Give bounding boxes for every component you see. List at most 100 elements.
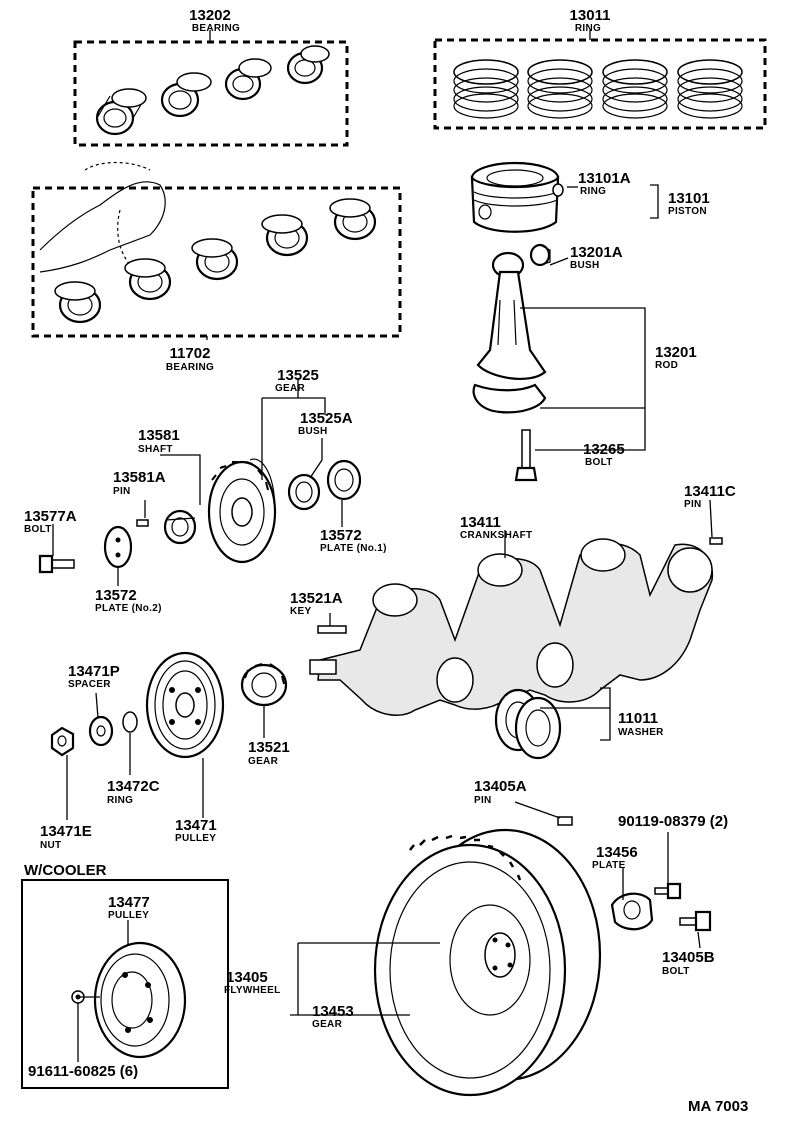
part-number: 11011 xyxy=(618,710,658,727)
piston-ring-sets xyxy=(453,59,743,119)
part-number: 13405 xyxy=(226,969,268,986)
cooler-crank-pulley xyxy=(93,941,187,1059)
part-number: 13011 xyxy=(570,7,611,24)
part-label-13525: 13525 GEAR xyxy=(275,367,319,394)
part-label-13477: 13477 PULLEY xyxy=(108,894,150,921)
piston xyxy=(470,161,560,233)
part-number: 13405A xyxy=(474,778,527,795)
part-label-13405B: 13405B BOLT xyxy=(662,949,715,977)
part-name: PLATE (No.2) xyxy=(95,603,162,614)
part-label-13265: 13265 BOLT xyxy=(583,441,625,468)
crankshaft-timing-gear xyxy=(240,663,288,707)
part-name: PLATE (No.1) xyxy=(320,543,387,554)
part-name: FLYWHEEL xyxy=(224,985,280,996)
timing-gear xyxy=(207,458,277,564)
part-label-13521: 13521 GEAR xyxy=(248,739,290,767)
part-name: PIN xyxy=(684,499,702,510)
part-name: BUSH xyxy=(570,260,600,271)
part-label-13411: 13411 CRANKSHAFT xyxy=(460,514,532,541)
part-label-13471E: 13471E NUT xyxy=(40,823,92,851)
part-number: 13525A xyxy=(300,410,353,427)
part-name: RING xyxy=(580,186,606,197)
bearing-set-11702-box xyxy=(31,186,402,338)
part-number: 13405B xyxy=(662,949,715,966)
part-number: 13411 xyxy=(460,514,501,531)
part-number: 13572 xyxy=(95,587,137,604)
part-name: BOLT xyxy=(585,457,613,468)
part-number: 13201A xyxy=(570,244,623,261)
pulley-nut xyxy=(50,726,75,757)
part-name: ROD xyxy=(655,360,678,371)
part-number: 13581A xyxy=(113,469,166,486)
part-label-11011: 11011 WASHER xyxy=(618,710,664,738)
part-label-13572-no1: 13572 PLATE (No.1) xyxy=(320,527,387,554)
leader-lines xyxy=(52,30,713,1062)
part-name: BOLT xyxy=(24,524,52,535)
part-label-13521A: 13521A KEY xyxy=(290,590,343,617)
crankshaft xyxy=(309,538,714,716)
crankshaft-pin xyxy=(709,537,723,545)
part-name: PISTON xyxy=(668,206,707,217)
part-number: 13472C xyxy=(107,778,160,795)
thrust-washers xyxy=(494,688,562,760)
part-name: BEARING xyxy=(192,23,240,34)
part-number: 13471E xyxy=(40,823,92,840)
part-number: 13456 xyxy=(596,844,638,861)
part-name: SHAFT xyxy=(138,444,173,455)
crankshaft-pulley xyxy=(145,651,225,759)
part-label-13525A: 13525A BUSH xyxy=(298,410,353,437)
part-name: GEAR xyxy=(312,1019,343,1030)
part-number: 13477 xyxy=(108,894,150,911)
part-number: 13521 xyxy=(248,739,290,756)
rod-bush xyxy=(529,243,551,267)
part-number: 13101A xyxy=(578,170,631,187)
cooler-pulley-box xyxy=(21,879,229,1089)
part-number: 13471 xyxy=(175,817,217,834)
ring-set-13011-box xyxy=(433,38,767,130)
part-label-91611-60825: 91611-60825 (6) xyxy=(28,1063,138,1080)
rod-bolt xyxy=(514,429,538,482)
part-number: 13521A xyxy=(290,590,343,607)
part-label-13577A: 13577A BOLT xyxy=(24,508,77,535)
part-number: 91611-60825 (6) xyxy=(28,1063,138,1080)
part-label-13471: 13471 PULLEY xyxy=(175,817,217,844)
thrust-plate-no2 xyxy=(103,525,133,569)
part-name: KEY xyxy=(290,606,311,617)
part-number: 13411C xyxy=(684,483,736,500)
part-name: GEAR xyxy=(248,756,279,767)
part-label-13456: 13456 PLATE xyxy=(592,844,638,871)
part-number: 13202 xyxy=(189,7,231,24)
piston-ring-clip xyxy=(552,183,564,197)
part-number: 13101 xyxy=(668,190,710,207)
part-name: BUSH xyxy=(298,426,328,437)
flywheel-dowel-pin xyxy=(557,816,573,826)
part-label-13101A: 13101A RING xyxy=(578,170,631,197)
part-label-90119-08379: 90119-08379 (2) xyxy=(618,813,728,830)
pulley-o-ring xyxy=(122,711,138,733)
part-label-13572-no2: 13572 PLATE (No.2) xyxy=(95,587,162,614)
connecting-rod-bearing-shells xyxy=(95,45,330,136)
part-name: WASHER xyxy=(618,727,664,738)
part-label-11702: 11702 BEARING xyxy=(166,345,214,373)
flywheel-ring-gear-teeth xyxy=(409,834,522,881)
part-name: SPACER xyxy=(68,679,111,690)
part-number: 13471P xyxy=(68,663,120,680)
flywheel xyxy=(373,828,602,1097)
main-bearing-shells xyxy=(39,161,377,324)
part-name: NUT xyxy=(40,840,61,851)
part-name: PIN xyxy=(474,795,492,806)
part-name: RING xyxy=(107,795,133,806)
plate-bolt xyxy=(38,554,75,574)
diagram-ref-code: MA 7003 xyxy=(688,1098,748,1115)
section-heading: W/COOLER xyxy=(24,862,107,879)
part-label-13581: 13581 SHAFT xyxy=(138,427,180,455)
part-label-13581A: 13581A PIN xyxy=(113,469,166,497)
part-number: 13581 xyxy=(138,427,180,444)
part-number: 13265 xyxy=(583,441,625,458)
part-label-13471P: 13471P SPACER xyxy=(68,663,120,690)
part-label-13453: 13453 GEAR xyxy=(312,1003,354,1030)
connecting-rod xyxy=(472,251,547,414)
woodruff-key xyxy=(317,625,347,634)
part-name: PULLEY xyxy=(108,910,149,921)
diagram-reference: MA 7003 xyxy=(688,1098,748,1115)
